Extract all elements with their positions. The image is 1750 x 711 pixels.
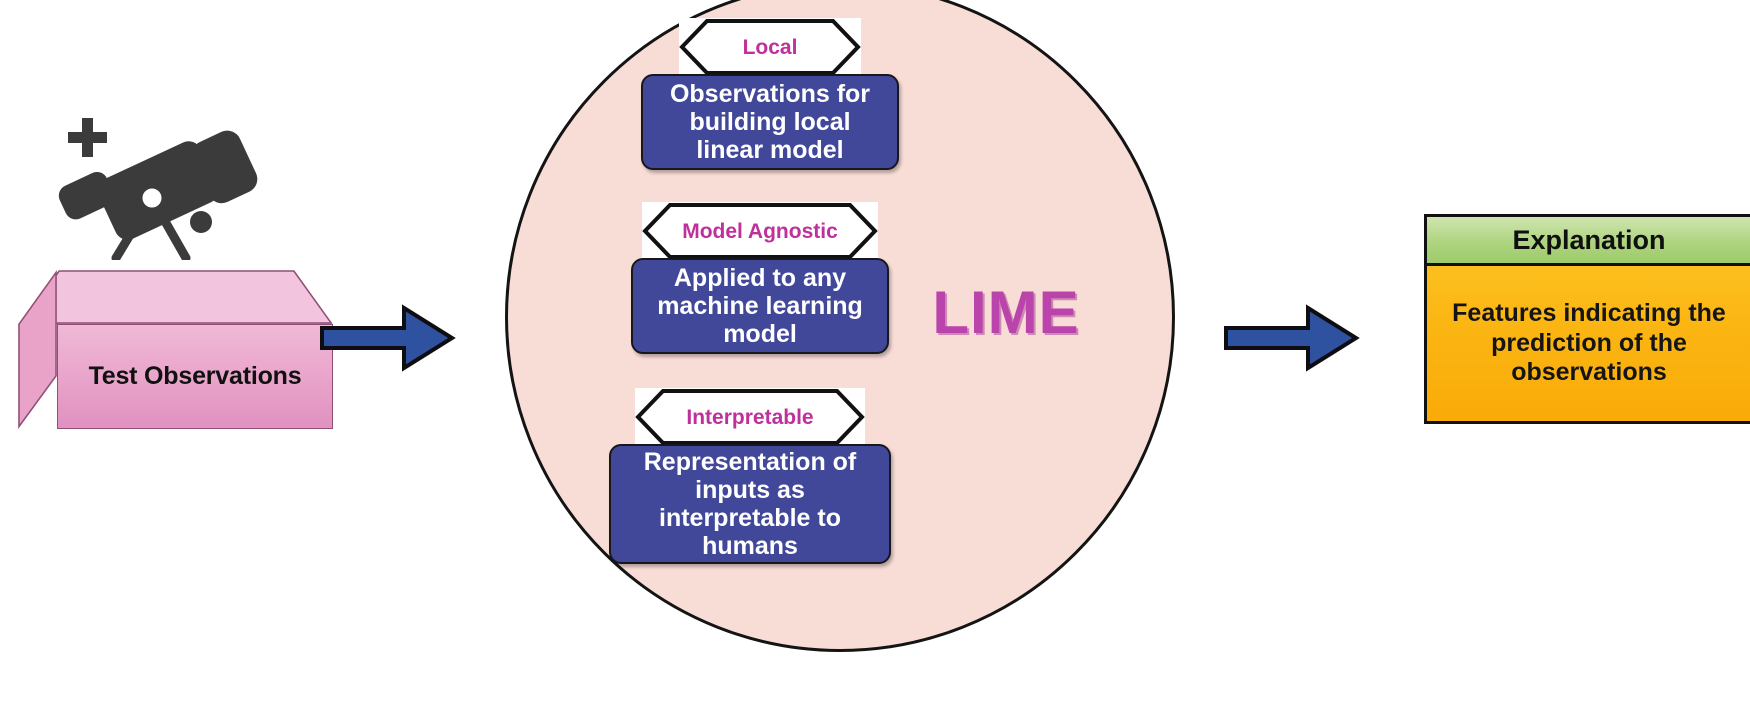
card-local: Observations for building local linear m… [641,74,899,170]
card-interpretable-text: Representation of inputs as interpretabl… [643,448,857,560]
badge-local: Local [679,18,861,76]
card-model-agnostic: Applied to any machine learning model [631,258,889,354]
badge-interpretable: Interpretable [635,388,865,446]
box-top-face [20,270,333,324]
box-left-face [18,270,57,429]
pillar-model-agnostic: Model Agnostic Applied to any machine le… [610,202,910,354]
badge-model-agnostic: Model Agnostic [642,202,878,260]
pillar-local: Local Observations for building local li… [620,18,920,170]
explanation-body: Features indicating the prediction of th… [1427,266,1750,421]
card-local-text: Observations for building local linear m… [669,80,871,164]
arrow-input-to-lime [318,300,458,376]
explanation-header: Explanation [1427,217,1750,266]
badge-interpretable-label: Interpretable [686,405,814,429]
card-model-agnostic-text: Applied to any machine learning model [657,264,863,348]
badge-local-label: Local [742,35,798,59]
box-front-face [57,324,333,429]
telescope-icon [38,110,268,263]
test-observations-label: Test Observations [88,362,302,390]
lime-brand-label: LIME [932,279,1080,346]
badge-model-agnostic-label: Model Agnostic [682,219,838,243]
explanation-panel: Explanation Features indicating the pred… [1424,214,1750,424]
arrow-lime-to-explanation [1222,300,1362,376]
test-observations-box: Test Observations [18,270,336,430]
test-observations-group: Test Observations [18,110,338,440]
card-interpretable: Representation of inputs as interpretabl… [609,444,891,564]
pillar-interpretable: Interpretable Representation of inputs a… [600,388,900,564]
